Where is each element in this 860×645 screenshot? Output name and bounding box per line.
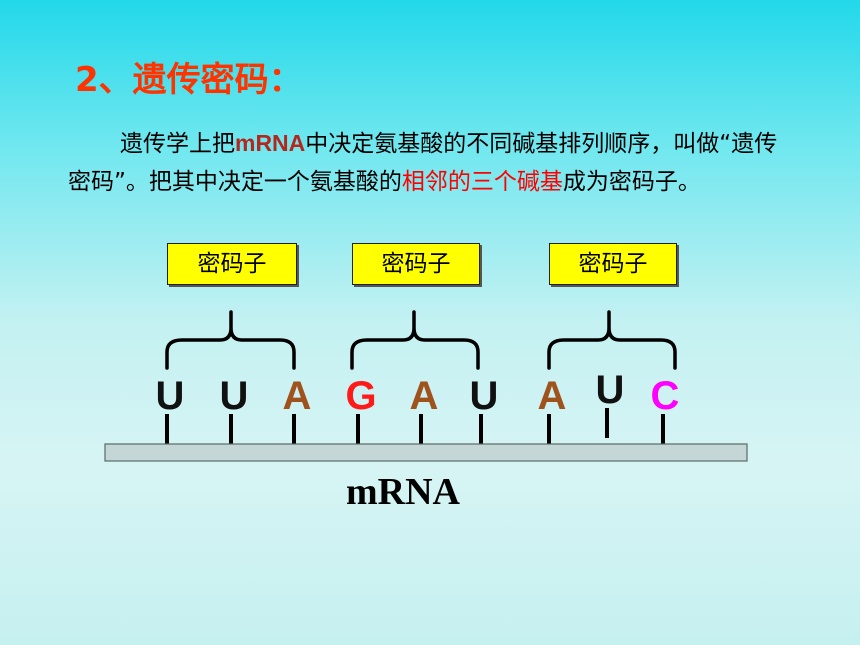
mrna-strand [104,443,748,462]
base-2: U [219,374,249,418]
base-8: U [595,368,625,412]
codon-brace-2 [350,310,480,370]
codon-brace-3 [547,310,677,370]
base-7: A [537,374,567,418]
codon-box-1: 密码子 [167,243,297,285]
paragraph-part-3: 成为密码子。 [562,169,701,195]
base-6: U [469,374,499,418]
codon-brace-1 [165,310,296,370]
base-9: C [650,374,680,418]
base-1: U [155,374,185,418]
base-ticks [165,408,665,444]
definition-paragraph: 遗传学上把mRNA中决定氨基酸的不同碱基排列顺序，叫做“遗传密码”。把其中决定一… [68,124,798,201]
base-3: A [282,374,312,418]
slide-title: 2、遗传密码： [75,60,303,100]
codon-box-2: 密码子 [352,243,480,285]
base-4: G [345,374,377,418]
mrna-label: mRNA [346,471,460,513]
base-5: A [409,374,439,418]
mrna-highlight: mRNA [235,130,306,156]
three-bases-highlight: 相邻的三个碱基 [401,169,563,195]
paragraph-part-2: 中决定氨基酸的不同碱基排列顺序，叫做“遗传密码”。把其中决定一个氨基酸的 [68,131,778,195]
paragraph-part-1: 遗传学上把 [120,131,235,157]
codon-box-3: 密码子 [549,243,677,285]
